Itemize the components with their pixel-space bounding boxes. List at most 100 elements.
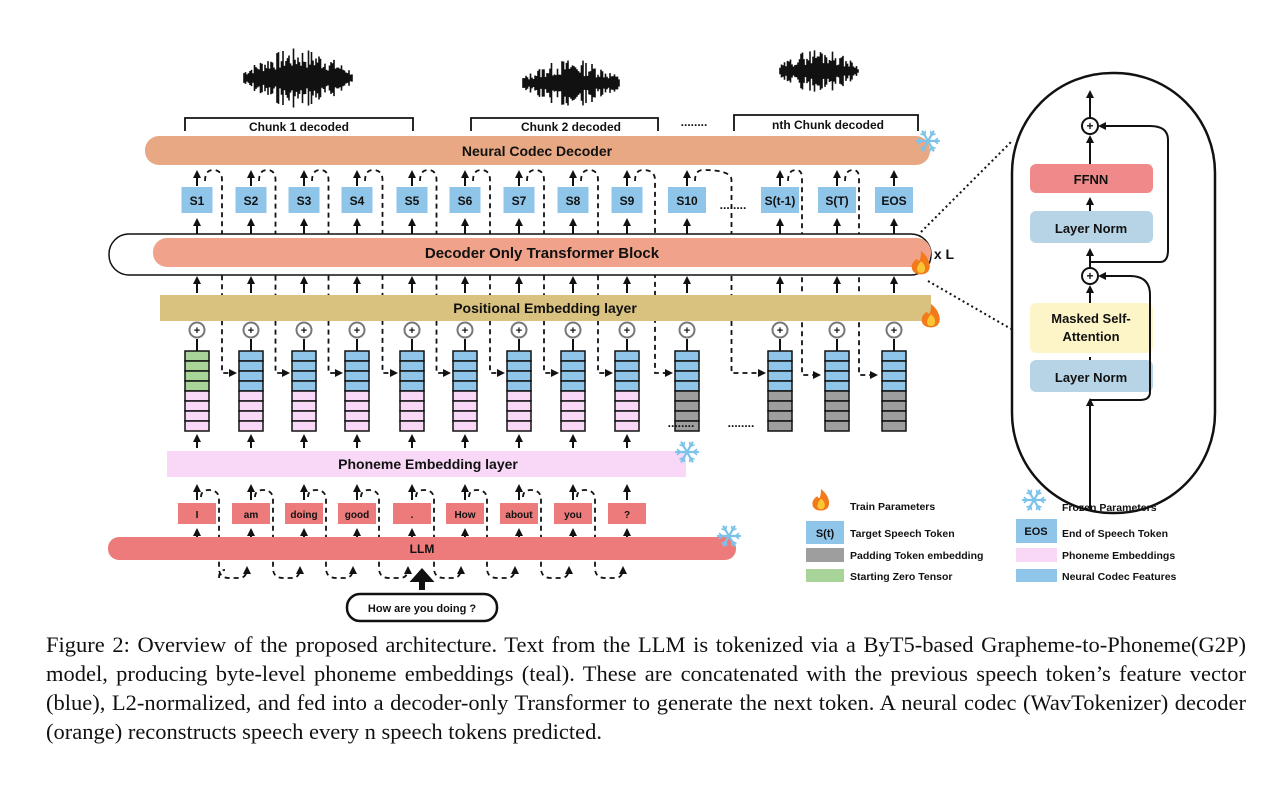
chunk-n-bracket <box>733 114 919 131</box>
add-icon <box>242 321 260 339</box>
detail-layer-norm-top-label: Layer Norm <box>1055 221 1127 236</box>
text-token-label: . <box>411 510 414 521</box>
embedding-cell <box>238 420 264 432</box>
embedding-cell <box>767 360 793 372</box>
speech-token-label: S8 <box>566 194 581 208</box>
embedding-cell <box>506 390 532 402</box>
text-token <box>178 503 216 524</box>
positional-embedding-label: Positional Embedding layer <box>453 300 637 316</box>
legend-frozen-parameters: Frozen Parameters <box>1062 502 1157 514</box>
fire-icon <box>812 489 830 511</box>
embedding-cell <box>674 380 700 392</box>
embedding-cell <box>824 390 850 402</box>
embedding-cell <box>881 360 907 372</box>
embedding-cell <box>674 350 700 362</box>
add-icon <box>828 321 846 339</box>
text-token <box>393 503 431 524</box>
embedding-cell <box>238 390 264 402</box>
phoneme-embedding-bar <box>167 451 686 477</box>
input-text-label: How are you doing ? <box>368 603 476 615</box>
text-token <box>446 503 484 524</box>
embedding-cell <box>452 400 478 412</box>
feedback-dashed-line <box>364 169 398 377</box>
text-token-label: I <box>196 510 199 521</box>
embedding-cell <box>399 390 425 402</box>
speech-token <box>449 187 481 213</box>
text-token-label: How <box>454 510 475 521</box>
feedback-dashed-line <box>694 169 766 377</box>
embedding-cell <box>824 410 850 422</box>
text-token-label: about <box>505 510 533 521</box>
embedding-cell <box>506 410 532 422</box>
add-icon <box>348 321 366 339</box>
llm-bar <box>108 537 736 560</box>
embedding-cell <box>614 380 640 392</box>
chunk-n-label: nth Chunk decoded <box>772 118 884 132</box>
speech-token-label: S(T) <box>825 194 848 208</box>
embedding-cell <box>452 380 478 392</box>
embedding-cell <box>767 380 793 392</box>
embedding-cell <box>184 360 210 372</box>
embedding-cell <box>399 420 425 432</box>
embedding-cell <box>560 390 586 402</box>
token-dashed-line <box>360 489 412 579</box>
embedding-cell <box>767 370 793 382</box>
neural-codec-decoder-bar <box>145 136 930 165</box>
snowflake-icon <box>716 525 742 547</box>
legend-phoneme-embeddings: Phoneme Embeddings <box>1062 550 1175 562</box>
embedding-cell <box>560 380 586 392</box>
speech-token-label: S6 <box>458 194 473 208</box>
embedding-cell <box>881 390 907 402</box>
add-icon <box>678 321 696 339</box>
add-icon <box>403 321 421 339</box>
feedback-dashed-line <box>472 169 505 377</box>
transformer-repeat-label: x L <box>934 246 955 262</box>
text-token <box>285 503 323 524</box>
snowflake-icon <box>1021 489 1047 511</box>
embedding-cell <box>238 370 264 382</box>
embedding-cell <box>506 360 532 372</box>
add-icon <box>885 321 903 339</box>
embedding-cell <box>184 350 210 362</box>
embedding-cell <box>824 360 850 372</box>
add-icon <box>564 321 582 339</box>
transformer-detail-panel: Layer Norm Masked Self- Attention + Laye… <box>1010 71 1217 515</box>
embedding-cell <box>824 420 850 432</box>
embedding-cell <box>560 400 586 412</box>
add-icon <box>510 321 528 339</box>
text-token-label: good <box>345 510 369 521</box>
embedding-cell <box>767 350 793 362</box>
embedding-cell <box>614 360 640 372</box>
embedding-cell <box>291 380 317 392</box>
figure-caption: Figure 2: Overview of the proposed archi… <box>46 632 1246 744</box>
legend-starting-zero-tensor: Starting Zero Tensor <box>850 571 952 583</box>
neural-codec-decoder-label: Neural Codec Decoder <box>462 143 613 159</box>
chunk-gap-ellipsis: ........ <box>681 115 708 129</box>
embedding-cell <box>824 370 850 382</box>
embedding-cell <box>674 370 700 382</box>
legend-eos-badge <box>1016 519 1057 543</box>
add-icon <box>295 321 313 339</box>
chunk-1-bracket <box>184 117 414 131</box>
add-icon-symbol: + <box>516 325 522 337</box>
text-token <box>500 503 538 524</box>
legend-codec-swatch <box>1016 569 1057 582</box>
legend-train-parameters: Train Parameters <box>850 501 935 513</box>
stack-gap-ellipsis-2: ........ <box>728 416 755 430</box>
add-icon-symbol: + <box>354 325 360 337</box>
embedding-cell <box>824 380 850 392</box>
speech-token <box>818 187 856 213</box>
embedding-cell <box>614 350 640 362</box>
embedding-cell <box>291 360 317 372</box>
fire-icon <box>911 251 930 275</box>
embedding-cell <box>506 400 532 412</box>
detail-layer-norm-top <box>1030 211 1153 243</box>
add-icon-symbol: + <box>684 325 690 337</box>
embedding-cell <box>344 360 370 372</box>
embedding-cell <box>238 410 264 422</box>
add-icon-symbol: + <box>409 325 415 337</box>
legend-target-token-badge <box>806 521 844 544</box>
detail-masked-attention-label-2: Attention <box>1062 329 1119 344</box>
embedding-cell <box>614 390 640 402</box>
embedding-cell <box>452 420 478 432</box>
